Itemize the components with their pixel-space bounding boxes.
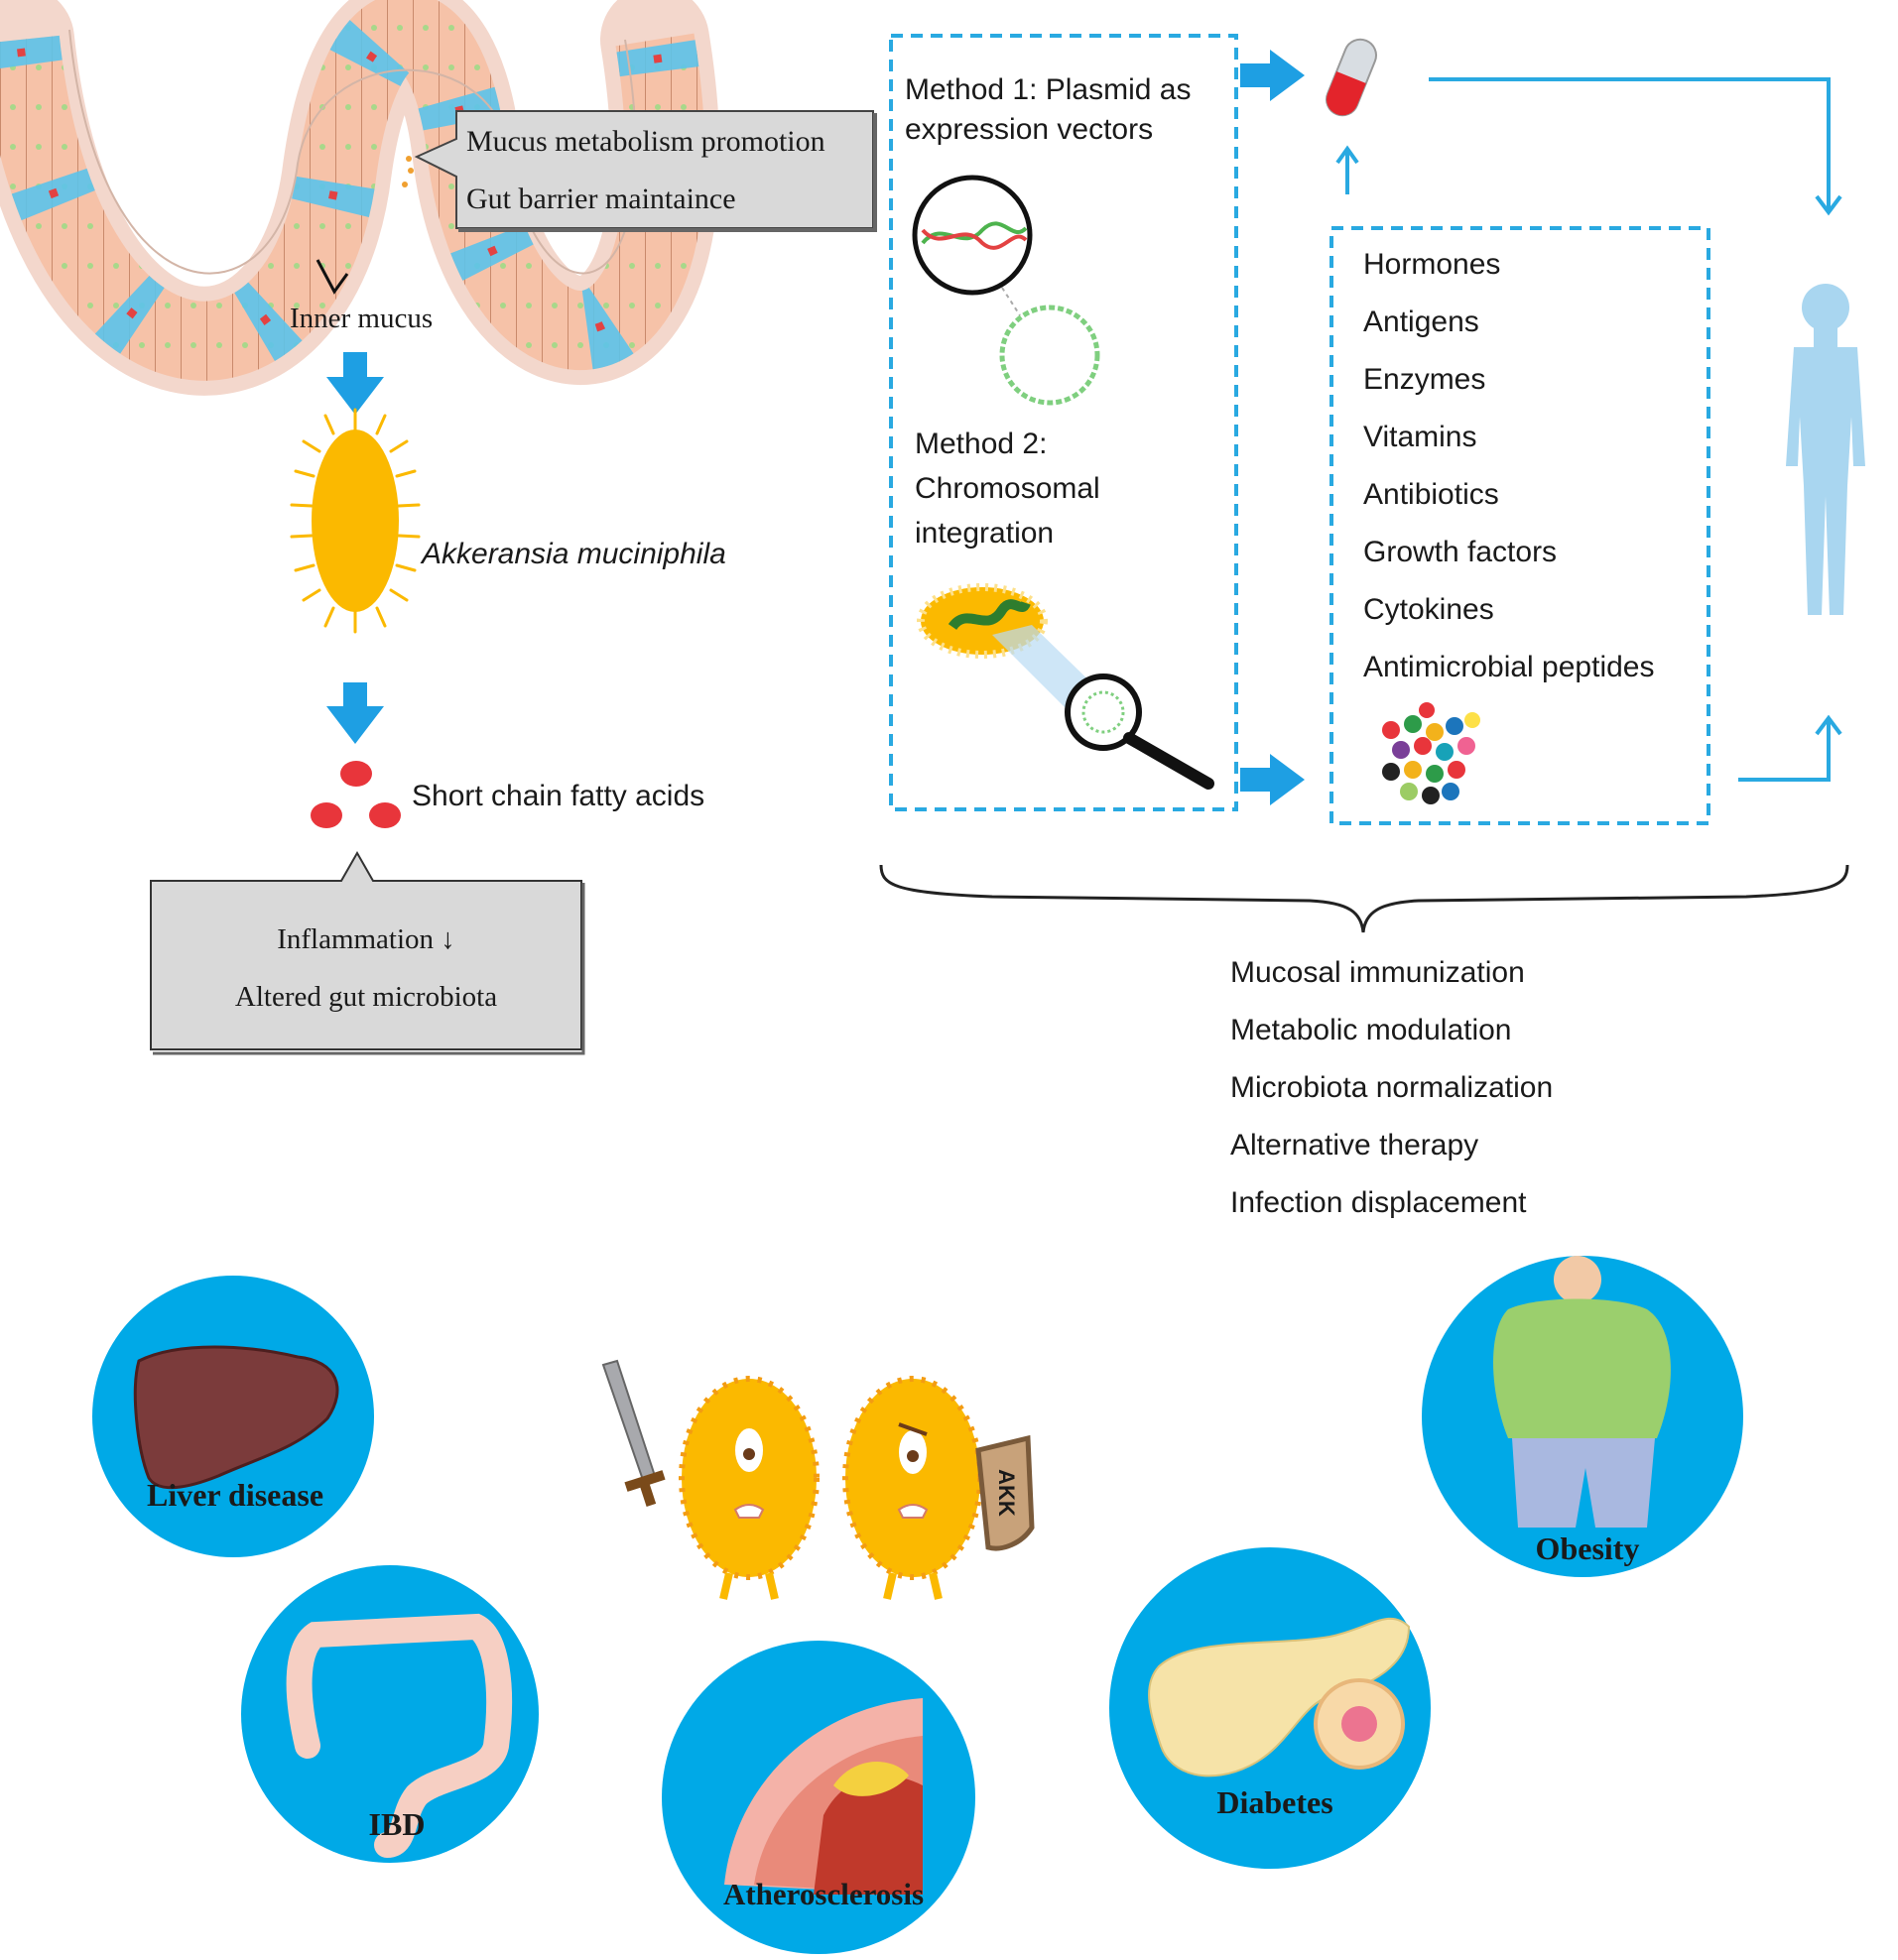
disease-ibd: IBD [241,1565,539,1863]
application-item-metabolic-modulation: Metabolic modulation [1230,1014,1512,1046]
disease-diabetes: Diabetes [1109,1547,1431,1869]
application-item-alternative-therapy: Alternative therapy [1230,1129,1478,1162]
human-silhouette-icon [1786,284,1865,615]
disease-label-atherosclerosis: Atherosclerosis [723,1877,924,1911]
callout-line-mucus-metabolism: Mucus metabolism promotion [466,125,825,158]
application-item-infection-displacement: Infection displacement [1230,1186,1527,1219]
products-box [1329,226,1710,825]
disease-label-diabetes: Diabetes [1216,1784,1332,1820]
disease-liver: Liver disease [92,1276,374,1557]
disease-atherosclerosis: Atherosclerosis [662,1641,975,1954]
arrow-products-to-human [1738,714,1842,782]
capsule-icon [1326,38,1377,117]
arrow-to-products [1240,754,1305,805]
product-item-growth-factors: Growth factors [1363,536,1557,568]
callout-line-gut-barrier: Gut barrier maintaince [466,183,736,215]
method1-line1: Method 1: Plasmid as [905,73,1191,106]
scfa-molecules-icon [311,761,401,828]
gut-epithelium-illustration [0,0,720,396]
application-item-microbiota-normalization: Microbiota normalization [1230,1071,1553,1104]
product-item-enzymes: Enzymes [1363,363,1485,396]
product-item-cytokines: Cytokines [1363,593,1494,626]
liver-icon [133,1345,339,1490]
effects-line-microbiota: Altered gut microbiota [235,981,497,1013]
product-item-antigens: Antigens [1363,306,1479,338]
effects-callout: Inflammation ↓ Altered gut microbiota [150,850,585,1055]
arrow-down-to-bacterium [326,352,384,415]
disease-label-ibd: IBD [369,1806,426,1842]
scfa-label: Short chain fatty acids [412,780,704,812]
plasmid-icon [912,175,1100,406]
molecule-cluster-icon [1382,702,1480,804]
product-item-antimicrobial-peptides: Antimicrobial peptides [1363,651,1654,683]
product-item-antibiotics: Antibiotics [1363,478,1499,511]
akkermansia-bacterium-icon [290,408,421,634]
effects-line-inflammation: Inflammation ↓ [277,923,455,955]
bracket [879,864,1849,933]
method1-line2: expression vectors [905,113,1153,146]
arrow-to-capsule [1240,50,1305,101]
chromosomal-integration-icon [917,583,1214,790]
shield-text: AKK [994,1469,1019,1517]
method2-line3: integration [915,517,1054,550]
method2-line2: Chromosomal [915,472,1100,505]
obese-person-icon [1493,1256,1671,1528]
colon-icon [286,1613,513,1858]
method2-line1: Method 2: [915,428,1047,460]
arrow-products-to-capsule [1335,145,1359,194]
application-item-mucosal-immunization: Mucosal immunization [1230,956,1525,989]
inner-mucus-label: Inner mucus [290,303,433,334]
product-item-vitamins: Vitamins [1363,421,1477,453]
arrow-capsule-to-human [1429,77,1842,216]
methods-box [889,34,1238,811]
shield-icon: AKK [975,1434,1035,1551]
products-list: Hormones Antigens Enzymes Vitamins Antib… [1363,248,1654,683]
sword-icon [601,1359,666,1508]
disease-label-liver: Liver disease [147,1477,323,1513]
akk-mascot-warriors: AKK [601,1359,1035,1600]
disease-obesity: Obesity [1422,1256,1743,1577]
arrow-down-to-scfa [326,682,384,744]
inner-mucus-pointer: Inner mucus [290,259,433,334]
product-item-hormones: Hormones [1363,248,1500,281]
disease-label-obesity: Obesity [1536,1531,1640,1566]
gut-callout: Mucus metabolism promotion Gut barrier m… [402,110,877,232]
applications-list: Mucosal immunization Metabolic modulatio… [1230,956,1553,1219]
bacterium-label: Akkeransia muciniphila [420,538,726,570]
